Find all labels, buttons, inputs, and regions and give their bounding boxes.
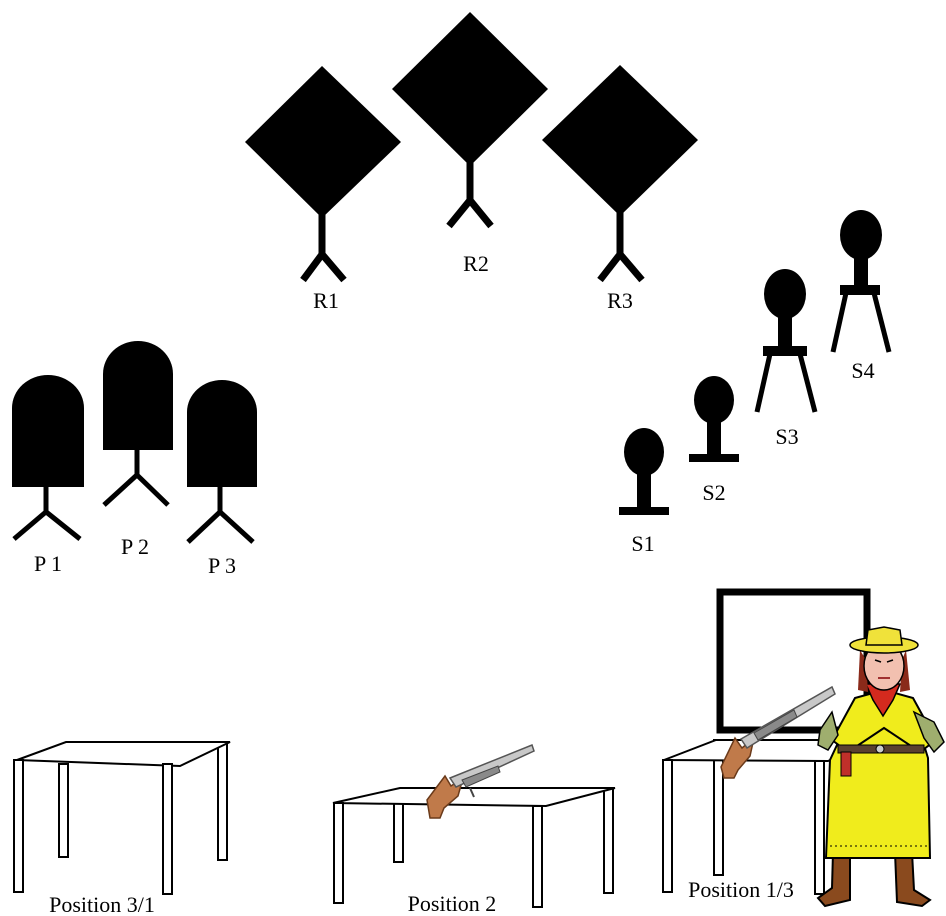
shotgun-target-s4: S4 (833, 210, 889, 383)
position-middle-label: Position 2 (408, 891, 497, 916)
table-position-left: Position 3/1 (14, 742, 230, 916)
table-position-middle: Position 2 (333, 788, 615, 916)
shotgun-target-s3: S3 (757, 269, 815, 449)
position-left-label: Position 3/1 (49, 892, 155, 916)
s2-label: S2 (702, 480, 725, 505)
p1-label: P 1 (34, 551, 62, 576)
shotgun-target-s2: S2 (689, 376, 739, 505)
position-right-label: Position 1/3 (688, 877, 794, 902)
p3-label: P 3 (208, 553, 236, 578)
r2-label: R2 (463, 251, 489, 276)
p2-label: P 2 (121, 534, 149, 559)
cowgirl-shooter-icon (818, 627, 944, 906)
s1-label: S1 (631, 531, 654, 556)
rifle-icon (427, 745, 534, 818)
s4-label: S4 (851, 358, 874, 383)
pistol-target-p1: P 1 (12, 375, 84, 576)
r1-label: R1 (313, 288, 339, 313)
rifle-target-r2: R2 (392, 12, 548, 276)
shotgun-target-s1: S1 (619, 428, 669, 556)
r3-label: R3 (607, 288, 633, 313)
s3-label: S3 (775, 424, 798, 449)
pistol-target-p3: P 3 (187, 380, 257, 578)
rifle-target-r3: R3 (542, 65, 698, 313)
pistol-target-p2: P 2 (103, 341, 173, 559)
rifle-target-r1: R1 (245, 66, 401, 313)
